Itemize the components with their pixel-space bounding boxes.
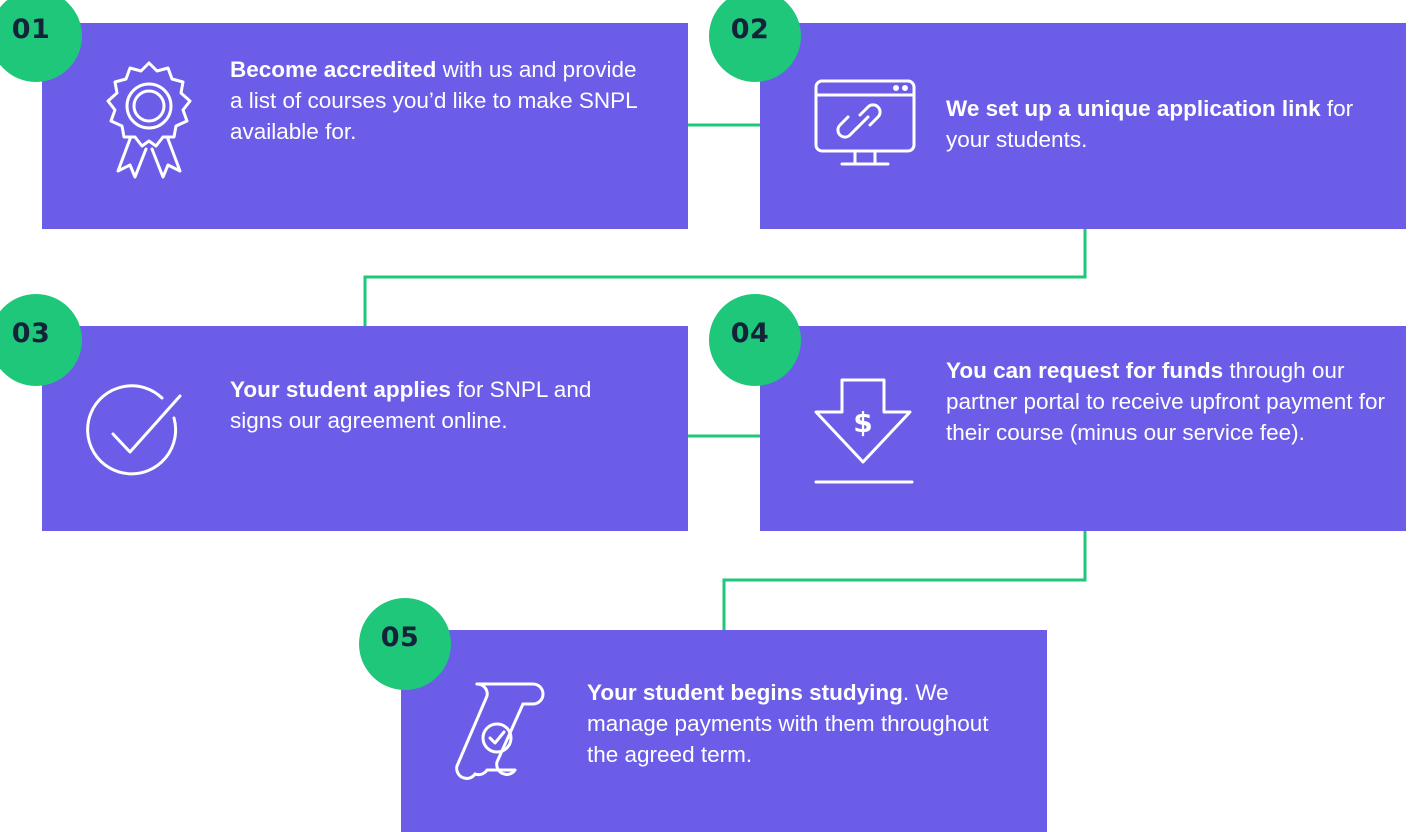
step-text-02: We set up a unique application link for …: [946, 93, 1376, 155]
browser-link-icon: [810, 75, 920, 180]
svg-text:$: $: [853, 406, 872, 439]
scroll-check-icon: [441, 676, 551, 791]
step-lead-04: You can request for funds: [946, 358, 1224, 383]
step-lead-01: Become accredited: [230, 57, 437, 82]
step-rest-03: for SNPL and signs our agreement online.: [230, 377, 592, 433]
step-card-04: $ You can request for funds through our …: [760, 326, 1406, 531]
check-circle-icon: [86, 382, 186, 487]
step-text-01: Become accredited with us and provide a …: [230, 54, 650, 147]
step-text-04: You can request for funds through our pa…: [946, 355, 1396, 448]
step-card-03: Your student applies for SNPL and signs …: [42, 326, 688, 531]
step-rest-05: . We manage payments with them throughou…: [587, 680, 989, 767]
step-badge-03: 03: [0, 294, 82, 386]
connector-02-03: [363, 229, 1087, 326]
connector-04-05: [722, 531, 1087, 630]
step-card-02: We set up a unique application link for …: [760, 23, 1406, 229]
step-badge-05: 05: [359, 598, 451, 690]
step-text-05: Your student begins studying. We manage …: [587, 677, 1017, 770]
step-lead-02: We set up a unique application link: [946, 96, 1321, 121]
step-rest-04: through our partner portal to receive up…: [946, 358, 1385, 445]
step-badge-02: 02: [709, 0, 801, 82]
step-text-03: Your student applies for SNPL and signs …: [230, 374, 650, 436]
step-card-05: Your student begins studying. We manage …: [401, 630, 1047, 832]
step-badge-04: 04: [709, 294, 801, 386]
award-ribbon-icon: [94, 53, 204, 188]
step-badge-01: 01: [0, 0, 82, 82]
step-lead-03: Your student applies: [230, 377, 451, 402]
download-dollar-icon: $: [812, 376, 916, 493]
step-rest-01: with us and provide a list of courses yo…: [230, 57, 637, 144]
step-card-01: Become accredited with us and provide a …: [42, 23, 688, 229]
step-rest-02: for your students.: [946, 96, 1354, 152]
step-lead-05: Your student begins studying: [587, 680, 903, 705]
